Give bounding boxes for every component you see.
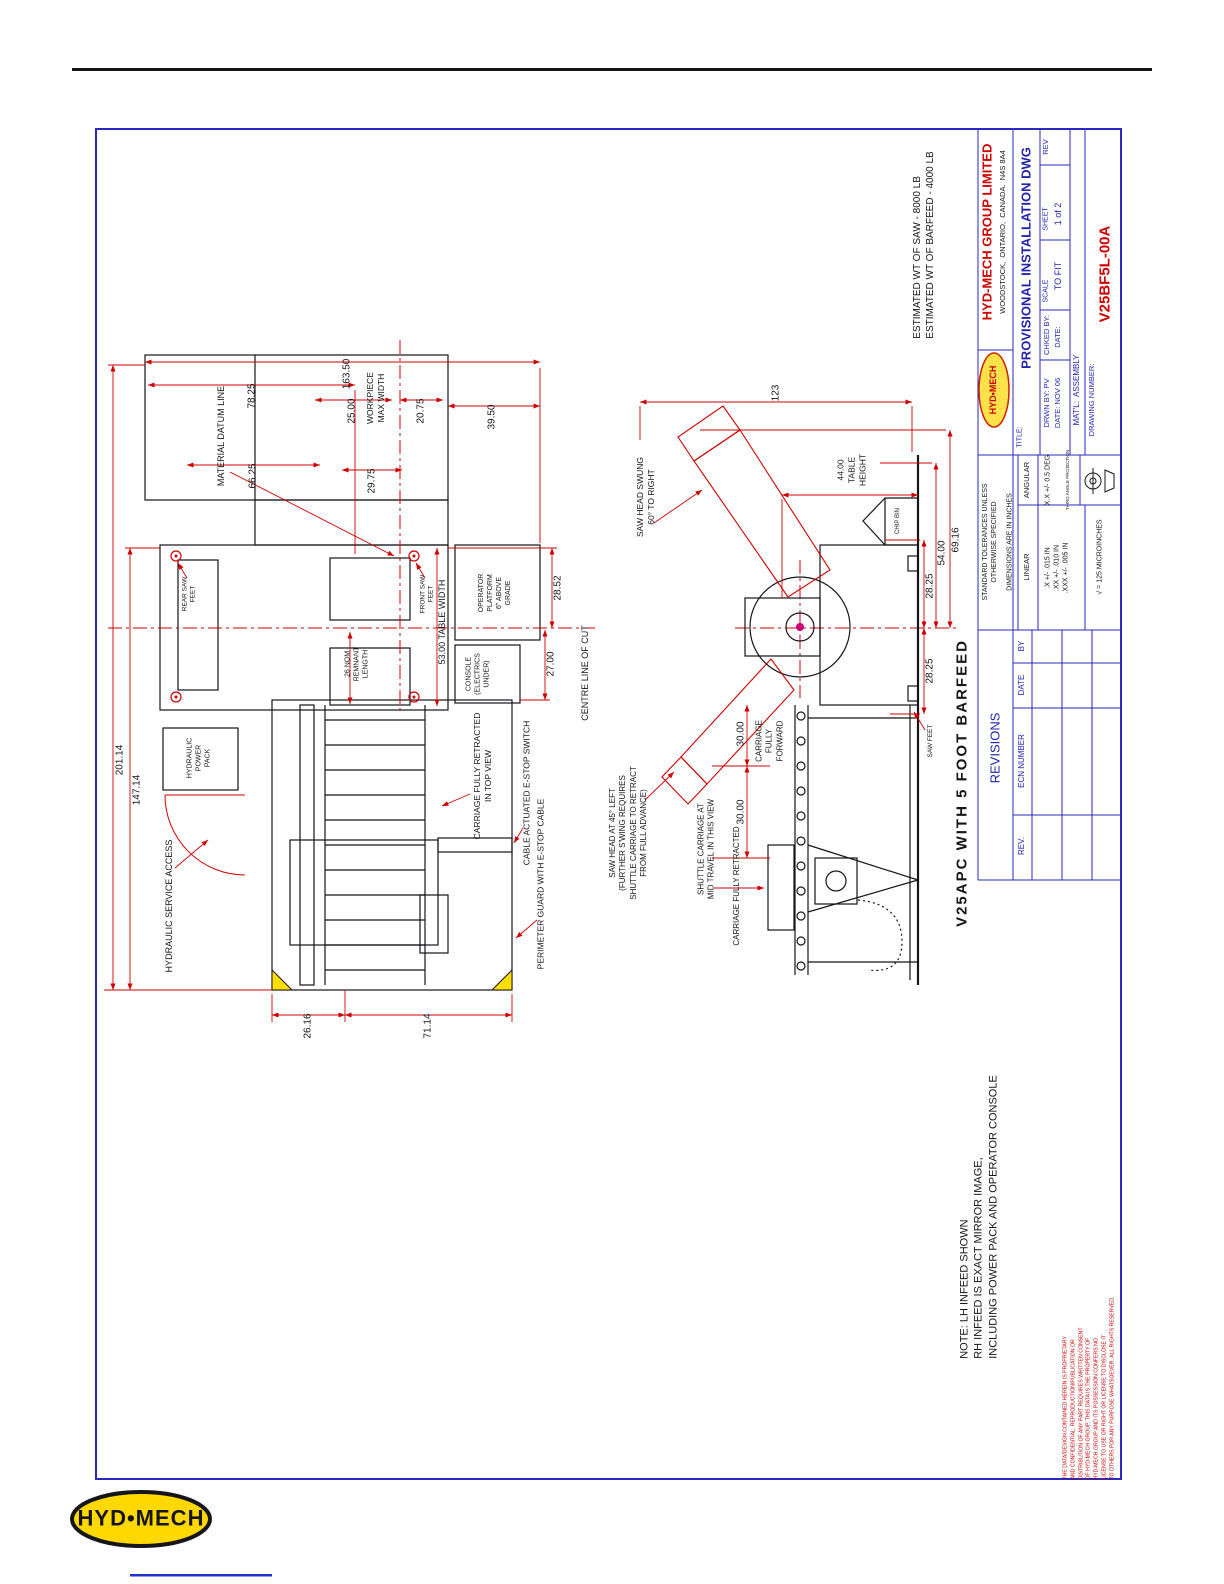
linear-label: LINEAR <box>1022 553 1032 581</box>
projection-label: THIRD ANGLE PROJECTION <box>1065 449 1071 511</box>
estop-switch-label: CABLE ACTUATED E-STOP SWITCH <box>521 720 532 866</box>
revisions-title: REVISIONS <box>987 712 1003 784</box>
revisions-col-ecn: ECN NUMBER <box>1016 734 1026 788</box>
drawing-title: PROVISIONAL INSTALLATION DWG <box>1018 147 1034 369</box>
centerlines <box>108 340 958 715</box>
dim-147-14: 147.14 <box>131 774 143 806</box>
rev-label: REV <box>1041 139 1051 155</box>
footer-logo-text: HYD•MECH <box>77 1505 205 1531</box>
estimated-weights-note: ESTIMATED WT OF SAW - 8000 LB ESTIMATED … <box>912 151 936 339</box>
dim-78-25: 78.25 <box>246 383 258 409</box>
copyright-note: THE DATA/DESIGN CONTAINED HEREIN IS PROP… <box>1062 1296 1116 1480</box>
perimeter-guard-label: PERIMETER GUARD WITH E-STOP CABLE <box>535 798 546 970</box>
saw-feet-markers <box>170 550 420 703</box>
footer-link-underline <box>130 1574 272 1577</box>
linear-tolerances: .X +/- .015 IN .XX +/- .010 IN .XXX +/- … <box>1044 542 1070 594</box>
elevation-leader-lines <box>644 489 926 891</box>
footer-logo <box>70 1490 212 1548</box>
dim-54-00: 54.00 <box>936 540 948 566</box>
carriage-fully-retracted-label: CARRIAGE FULLY RETRACTED <box>731 826 741 946</box>
plan-view-linework <box>144 354 541 991</box>
hazard-triangle-right <box>490 968 513 991</box>
dim-71-14: 71.14 <box>422 1013 434 1039</box>
title-label: TITLE: <box>1016 426 1024 448</box>
saw-head-pivot <box>796 623 804 631</box>
plan-leader-lines <box>174 471 538 939</box>
dim-28-25-lower: 28.25 <box>924 658 936 684</box>
top-rule <box>72 68 1152 71</box>
tolerance-units: DIMENSIONS ARE IN INCHES <box>1006 493 1014 591</box>
dim-28-52: 28.52 <box>552 575 564 601</box>
table-height-label: 44.00 TABLE HEIGHT <box>835 453 868 487</box>
surface-finish-note: √ = 125 MICROINCHES <box>1096 519 1104 595</box>
carriage-retracted-top-label: CARRIAGE FULLY RETRACTED IN TOP VIEW <box>471 712 493 840</box>
infeed-note: NOTE: LH INFEED SHOWN RH INFEED IS EXACT… <box>958 1075 1000 1359</box>
material-label: MAT'L: ASSEMBLY <box>1071 354 1081 426</box>
scale-label: SCALE <box>1042 279 1050 303</box>
rear-saw-feet-label: REAR SAW FEET <box>181 576 197 612</box>
dim-123: 123 <box>770 384 782 402</box>
hazard-triangle-left <box>271 968 294 991</box>
drawing-series-title: V25APC WITH 5 FOOT BARFEED <box>953 639 971 927</box>
company-name: HYD-MECH GROUP LIMITED <box>979 143 995 321</box>
chip-bin-label: CHIP BIN <box>895 508 902 534</box>
angular-tolerance: X.X +/- 0.5 DEG <box>1044 454 1052 506</box>
revisions-col-date: DATE <box>1016 674 1026 696</box>
angular-label: ANGULAR <box>1022 461 1032 499</box>
hydraulic-power-pack-label: HYDRAULIC POWER PACK <box>186 737 212 779</box>
dim-66-25: 66.25 <box>247 463 259 489</box>
drawn-date: DATE: NOV 06 <box>1053 377 1063 429</box>
dim-20-75: 20.75 <box>415 398 427 424</box>
drawing-frame <box>95 128 1122 1480</box>
remnant-length-label: 26 NOM REMNANT LENGTH <box>344 646 370 682</box>
dim-27-00: 27.00 <box>545 651 557 677</box>
title-block-grid <box>977 129 1121 881</box>
operator-platform-label: OPERATOR PLATFORM 6" ABOVE GRADE <box>477 573 513 613</box>
workpiece-max-width-label: WORKPIECE MAX WIDTH <box>364 372 386 424</box>
centre-line-of-cut-label: CENTRE LINE OF CUT <box>580 625 591 721</box>
drawn-by: DRWN BY: PV <box>1042 378 1052 428</box>
dim-30-00-fwd: 30.00 <box>735 721 747 747</box>
scale-value: TO FIT <box>1053 261 1064 291</box>
checked-date: DATE: <box>1053 326 1063 348</box>
titleblock-logo-text: HYD•MECH <box>988 365 999 415</box>
dim-201-14: 201.14 <box>114 744 126 776</box>
dim-30-00-mid: 30.00 <box>735 799 747 825</box>
revisions-col-rev: REV. <box>1016 837 1026 855</box>
hydraulic-service-access-label: HYDRAULIC SERVICE ACCESS <box>164 839 175 973</box>
dim-25-00: 25.00 <box>346 398 358 424</box>
tolerance-header: STANDARD TOLERANCES UNLESS OTHERWISE SPE… <box>981 483 998 601</box>
front-saw-feet-label: FRONT SAW FEET <box>419 574 435 614</box>
dim-overall-length: 163.50 <box>341 358 353 390</box>
dim-table-width: 53.00 TABLE WIDTH <box>437 579 448 665</box>
plan-dimension-lines <box>104 359 557 1022</box>
dim-29-75: 29.75 <box>366 468 378 494</box>
third-angle-projection-symbol <box>1084 468 1115 494</box>
dim-69-16: 69.16 <box>950 527 962 553</box>
drawing-number-label: DRAWING NUMBER: <box>1087 363 1097 437</box>
service-access-door <box>164 794 246 876</box>
dim-28-25-upper: 28.25 <box>924 573 936 599</box>
saw-head-swung-label: SAW HEAD SWUNG 60° TO RIGHT <box>634 457 656 537</box>
revisions-col-by: BY <box>1016 640 1026 652</box>
saw-feet-marker-dots <box>174 554 416 699</box>
saw-head-45-label: SAW HEAD AT 45° LEFT (FURTHER S'WING REQ… <box>608 766 649 900</box>
drawing-number: V25BF5L-00A <box>1096 225 1114 323</box>
elevation-view-linework <box>744 455 920 985</box>
sheet-value: 1 of 2 <box>1053 202 1064 226</box>
elevation-dimension-lines <box>639 399 953 859</box>
console-label: CONSOLE (ELECTRICS UNDER) <box>465 653 491 695</box>
material-datum-line-label: MATERIAL DATUM LINE <box>216 385 227 487</box>
saw-feet-label: SAW FEET <box>926 724 934 758</box>
company-address: WOODSTOCK, ONTARIO, CANADA. N4S 8A4 <box>998 150 1008 314</box>
carriage-fully-forward-label: CARRIAGE FULLY FORWARD <box>754 720 785 762</box>
sheet-label: SHEET <box>1042 207 1050 231</box>
shuttle-carriage-label: SHUTTLE CARRIAGE AT MID TRAVEL IN THIS V… <box>696 798 716 900</box>
checked-by: CHKED BY: <box>1042 314 1052 356</box>
dim-26-16: 26.16 <box>302 1013 314 1039</box>
titleblock-logo <box>978 352 1010 428</box>
dim-39-50: 39.50 <box>486 404 498 430</box>
